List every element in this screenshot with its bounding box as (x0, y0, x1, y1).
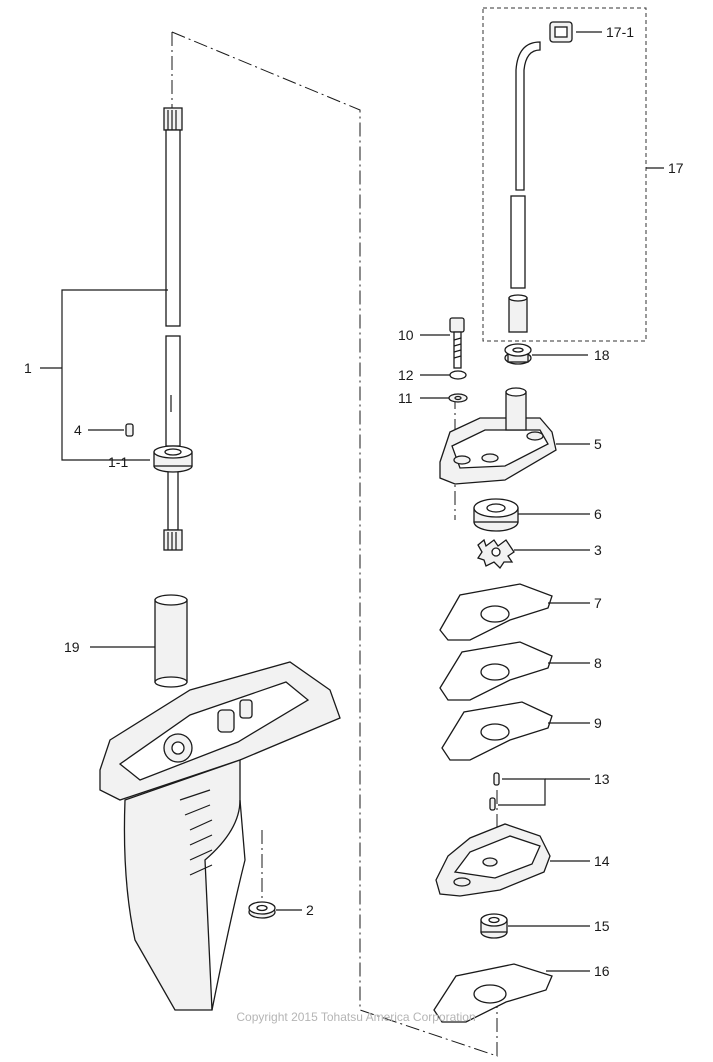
callout-3: 3 (594, 542, 602, 558)
gear-case-housing (99, 661, 341, 1011)
callout-6: 6 (594, 506, 602, 522)
oil-seal (480, 913, 590, 939)
pump-liner (473, 498, 590, 532)
callout-13: 13 (594, 771, 610, 787)
callout-2: 2 (306, 902, 314, 918)
grommet (549, 21, 602, 43)
callout-11: 11 (398, 390, 413, 406)
lock-washer (420, 370, 467, 380)
callout-1-1: 1-1 (108, 454, 128, 470)
callout-12: 12 (398, 367, 414, 383)
callout-14: 14 (594, 853, 610, 869)
tube-seal (504, 343, 588, 365)
bolt (420, 317, 465, 369)
tube (90, 594, 188, 688)
drive-shaft (163, 107, 183, 551)
dowel-pins (489, 772, 590, 811)
pump-housing (439, 387, 590, 485)
callout-7: 7 (594, 595, 602, 611)
impeller (476, 538, 590, 570)
water-tube (508, 41, 664, 333)
cartridge-plate (439, 641, 590, 701)
pump-mount (435, 823, 590, 897)
callout-19: 19 (64, 639, 80, 655)
shaft-bearing (153, 445, 193, 473)
part-1-bracket (61, 289, 168, 461)
callout-10: 10 (398, 327, 414, 343)
copyright-text: Copyright 2015 Tohatsu America Corporati… (236, 1010, 475, 1024)
part-17-group-box (482, 7, 647, 342)
callout-8: 8 (594, 655, 602, 671)
callout-15: 15 (594, 918, 610, 934)
gasket-plate (439, 583, 590, 641)
washer (420, 393, 468, 403)
callout-4: 4 (74, 422, 82, 438)
nut (248, 901, 302, 919)
callout-5: 5 (594, 436, 602, 452)
callout-16: 16 (594, 963, 610, 979)
callout-9: 9 (594, 715, 602, 731)
callout-17: 17 (668, 160, 684, 176)
callout-18: 18 (594, 347, 610, 363)
pump-gasket (433, 963, 590, 1023)
pin (125, 423, 134, 437)
pump-plate (441, 701, 590, 761)
callout-17-1: 17-1 (606, 24, 634, 40)
callout-1: 1 (24, 360, 32, 376)
